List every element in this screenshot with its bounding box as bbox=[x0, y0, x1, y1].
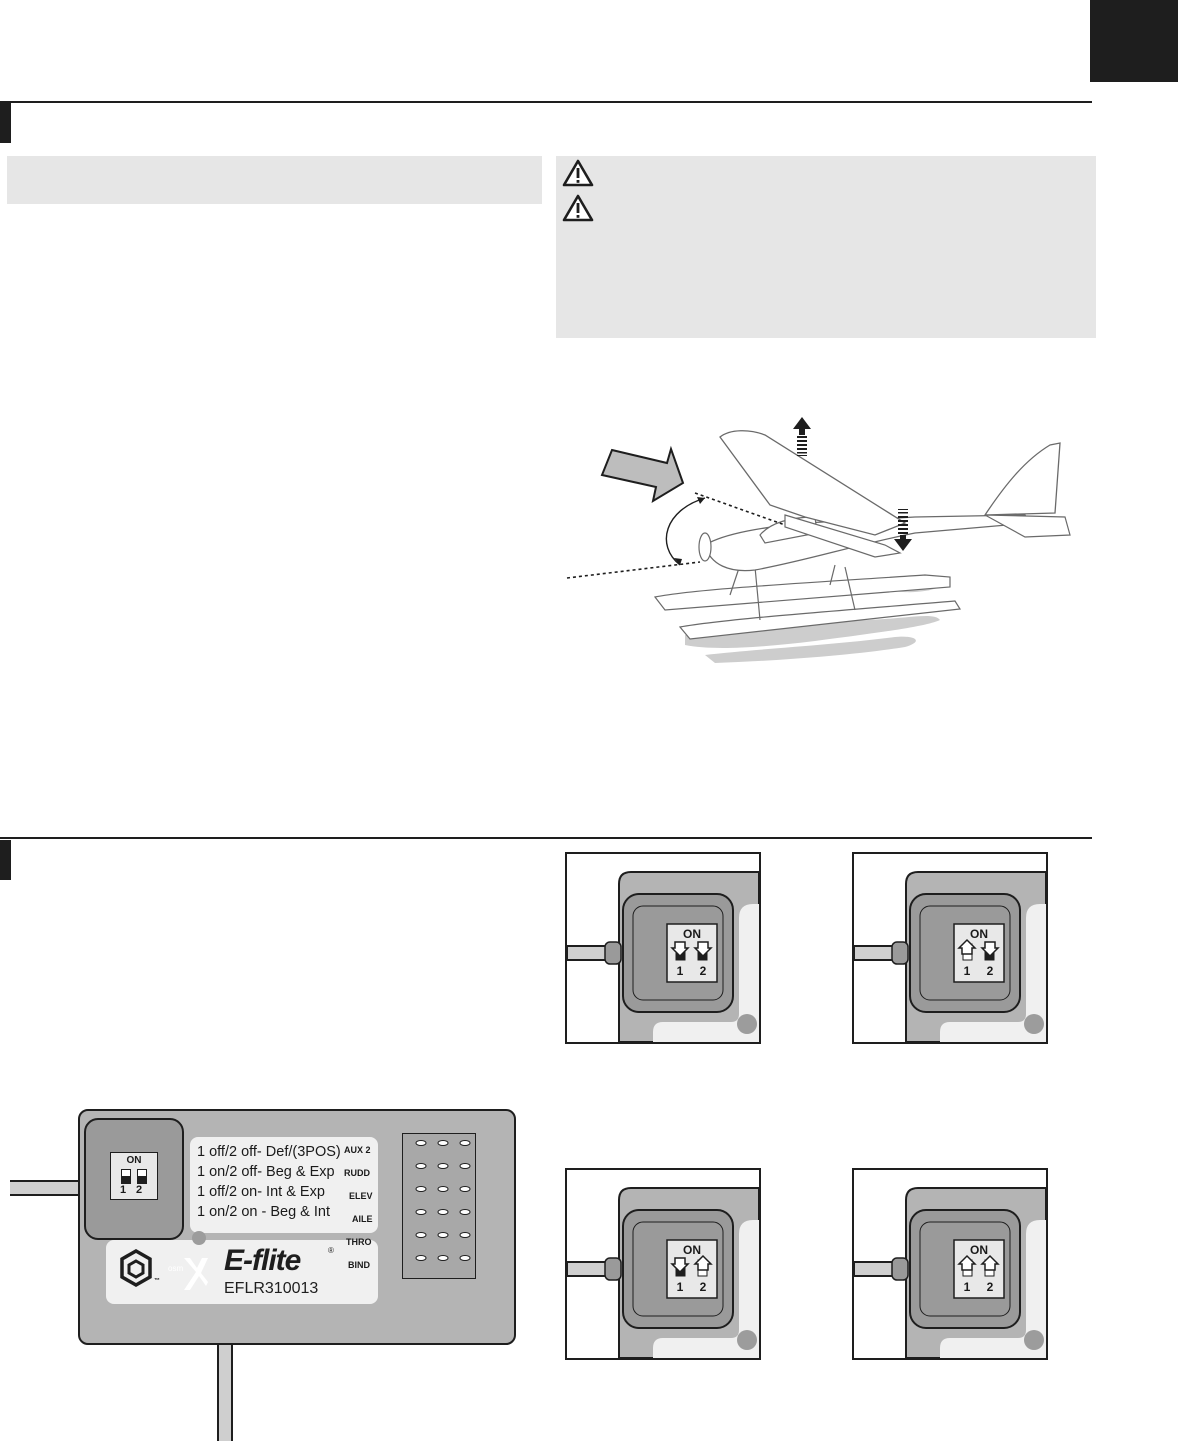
receiver-antenna-bottom bbox=[217, 1337, 233, 1441]
seaplane-illustration bbox=[566, 417, 1071, 663]
indicator-dot bbox=[192, 1231, 206, 1245]
switch-num-2: 2 bbox=[987, 1280, 994, 1294]
model-number: EFLR310013 bbox=[224, 1280, 319, 1297]
down-arrow-icon bbox=[670, 1257, 690, 1274]
dip-num-1: 1 bbox=[120, 1184, 127, 1196]
switch-num-1: 1 bbox=[677, 1280, 684, 1294]
section-marker-top bbox=[0, 103, 11, 143]
dip-num-2: 2 bbox=[136, 1184, 143, 1196]
switch-on-label: ON bbox=[683, 927, 701, 941]
section-rule-top bbox=[0, 101, 1092, 103]
channel-label-elev: ELEV bbox=[349, 1191, 373, 1201]
switch-panel-1off-2on: ON 1 2 bbox=[565, 1168, 761, 1360]
switch-num-1: 1 bbox=[964, 964, 971, 978]
channel-label-rudd: RUDD bbox=[344, 1168, 370, 1178]
indicator-dot bbox=[1024, 1014, 1044, 1034]
dip-on-label: ON bbox=[126, 1155, 142, 1166]
brand-logo: E-flite bbox=[224, 1244, 301, 1277]
down-arrow-icon bbox=[894, 509, 912, 551]
switch-num-1: 1 bbox=[964, 1280, 971, 1294]
brand-reg: ® bbox=[328, 1246, 334, 1255]
section-rule-bottom bbox=[0, 837, 1092, 839]
indicator-dot bbox=[737, 1330, 757, 1350]
warning-icon bbox=[562, 159, 594, 187]
servo-pin-header bbox=[402, 1133, 476, 1279]
heading-box-left bbox=[7, 156, 542, 204]
switch-panel-1on-2on: ON 1 2 bbox=[852, 1168, 1048, 1360]
osmo-tm: ™ bbox=[154, 1278, 160, 1284]
warning-box bbox=[556, 156, 1096, 338]
indicator-dot bbox=[737, 1014, 757, 1034]
section-marker-bottom bbox=[0, 840, 11, 880]
down-arrow-icon bbox=[670, 941, 690, 958]
switch-on-label: ON bbox=[683, 1243, 701, 1257]
receiver-antenna-left bbox=[10, 1180, 80, 1196]
switch-on-label: ON bbox=[970, 1243, 988, 1257]
up-arrow-icon bbox=[793, 417, 811, 456]
switch-detail-svg: ON 1 2 bbox=[567, 871, 759, 1042]
channel-label-thro: THRO bbox=[346, 1237, 372, 1247]
receiver-illustration: ON 1 2 1 off/2 off- Def/(3POS) 1 on/2 of… bbox=[0, 1097, 530, 1441]
switch-panel-1on-2off: ON 1 2 bbox=[852, 852, 1048, 1044]
switch-detail-svg: ON 1 2 bbox=[854, 871, 1046, 1042]
wind-arrow-icon bbox=[600, 445, 685, 504]
switch-detail-svg: ON 1 2 bbox=[854, 1187, 1046, 1358]
switch-detail-svg: ON 1 2 bbox=[567, 1187, 759, 1358]
up-arrow-icon bbox=[980, 1254, 1000, 1271]
switch-panel-1off-2off: ON 1 2 bbox=[565, 852, 761, 1044]
mode-line-3: 1 off/2 on- Int & Exp bbox=[197, 1184, 325, 1200]
brand-label-panel: ™ osm E-flite ® EFLR310013 bbox=[106, 1240, 378, 1304]
channel-label-bind: BIND bbox=[348, 1260, 370, 1270]
mode-label-panel: 1 off/2 off- Def/(3POS) 1 on/2 off- Beg … bbox=[190, 1137, 378, 1233]
switch-on-label: ON bbox=[970, 927, 988, 941]
switch-num-2: 2 bbox=[700, 1280, 707, 1294]
switch-num-2: 2 bbox=[987, 964, 994, 978]
mode-line-4: 1 on/2 on - Beg & Int bbox=[197, 1204, 331, 1220]
language-tab bbox=[1090, 0, 1178, 82]
channel-label-aux2: AUX 2 bbox=[344, 1145, 371, 1155]
safe-x-logo bbox=[184, 1258, 208, 1290]
warning-icon bbox=[562, 194, 594, 222]
channel-label-aile: AILE bbox=[352, 1214, 373, 1224]
switch-num-2: 2 bbox=[700, 964, 707, 978]
dip-switch-1 bbox=[121, 1169, 131, 1184]
dip-switch-2 bbox=[137, 1169, 147, 1184]
down-arrow-icon bbox=[693, 941, 713, 958]
down-arrow-icon bbox=[980, 941, 1000, 958]
switch-num-1: 1 bbox=[677, 964, 684, 978]
indicator-dot bbox=[1024, 1330, 1044, 1350]
osm-label: osm bbox=[168, 1264, 184, 1273]
mode-line-2: 1 on/2 off- Beg & Exp bbox=[197, 1164, 335, 1180]
up-arrow-icon bbox=[957, 938, 977, 955]
osmo-logo bbox=[120, 1248, 152, 1288]
dip-switch-block: ON 1 2 bbox=[110, 1152, 158, 1200]
up-arrow-icon bbox=[957, 1254, 977, 1271]
up-arrow-icon bbox=[693, 1254, 713, 1271]
dip-switch-well: ON 1 2 bbox=[84, 1118, 184, 1240]
mode-line-1: 1 off/2 off- Def/(3POS) bbox=[197, 1144, 341, 1160]
